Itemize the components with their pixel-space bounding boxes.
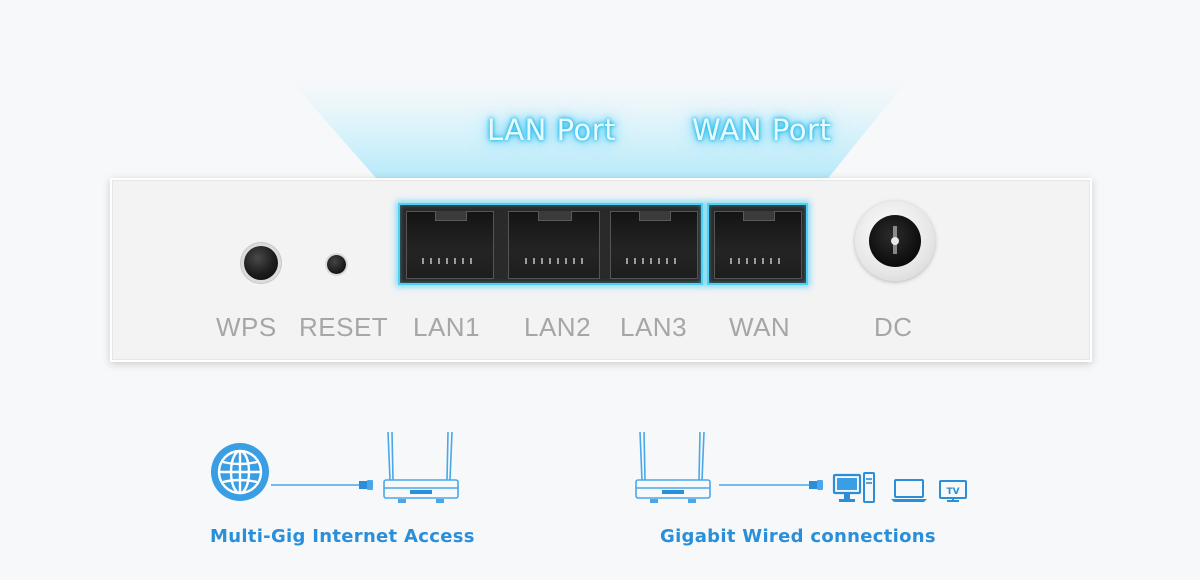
wan-port-heading: WAN Port (692, 113, 832, 147)
tv-icon-label: TV (946, 487, 959, 497)
router-icon-right (635, 431, 711, 503)
internet-access-caption: Multi-Gig Internet Access (210, 526, 475, 547)
lan-port-group (398, 203, 703, 285)
lan2-label: LAN2 (524, 312, 592, 342)
reset-button (327, 255, 346, 274)
globe-icon (211, 443, 269, 501)
wan-port-group (707, 203, 808, 285)
lan3-jack (610, 211, 698, 279)
wan-jack (714, 211, 802, 279)
router-icon (383, 431, 459, 503)
dc-label: DC (874, 312, 913, 342)
wired-connections-caption: Gigabit Wired connections (660, 526, 936, 547)
lan1-label: LAN1 (413, 312, 481, 342)
highlight-beam (274, 62, 922, 203)
laptop-icon (891, 479, 927, 502)
tv-icon: TV (939, 480, 967, 502)
lan2-jack (508, 211, 600, 279)
lan-port-heading: LAN Port (487, 113, 617, 147)
wps-button (244, 246, 278, 280)
lan1-jack (406, 211, 494, 279)
ethernet-cable-icon (271, 480, 373, 490)
ethernet-cable-icon-right (719, 480, 823, 490)
dc-jack-pin (891, 237, 899, 245)
desktop-computer-icon (832, 472, 875, 503)
lan3-label: LAN3 (620, 312, 688, 342)
reset-label: RESET (299, 312, 389, 342)
wps-label: WPS (216, 312, 277, 342)
wan-label: WAN (729, 312, 791, 342)
